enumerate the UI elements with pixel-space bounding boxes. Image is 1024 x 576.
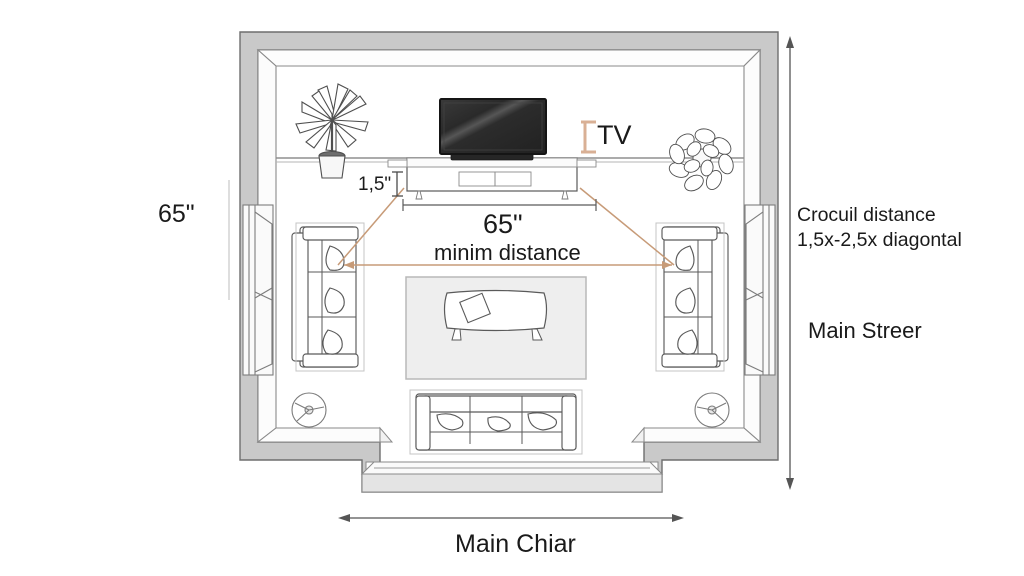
sofa-right-back: [711, 232, 729, 362]
tv-bezel-inner: [443, 102, 543, 151]
plant-left: [295, 83, 369, 179]
dimension-console-width: [402, 199, 597, 211]
sofa-bottom-arm-left: [415, 395, 431, 451]
coffee-table: [443, 289, 548, 341]
sofa-right-pillow-2: [675, 287, 696, 314]
label-tv-height-offset: 1,5": [358, 174, 392, 195]
dimension-room-height: [786, 36, 794, 490]
sofa-bottom-pillow-1: [436, 413, 464, 431]
window-right: [744, 204, 776, 376]
dimension-tv-offset: [392, 171, 403, 197]
console-extension-left: [387, 159, 408, 168]
sightline-right: [579, 187, 675, 266]
wall-face-top: [256, 49, 762, 67]
dim-arrow-up: [786, 36, 794, 48]
sofa-bottom-arm-right: [561, 395, 577, 451]
coffee-table-leg-left: [451, 328, 462, 341]
sofa-left-arm-bottom: [302, 353, 359, 368]
label-crocuil-distance: Crocuil distance 1,5x-2,5x diagontal: [797, 203, 962, 253]
sofa-left-arm-top: [302, 226, 359, 241]
console-leg-right: [561, 190, 569, 200]
wall-face-bottom-right: [643, 427, 762, 443]
sofa-left: [291, 222, 365, 372]
console-leg-left: [415, 190, 423, 200]
sofa-left-pillow-2: [324, 287, 345, 314]
sofa-bottom-clearance: [409, 389, 583, 455]
dim-arrow-down: [786, 478, 794, 490]
dimension-room-width: [338, 514, 684, 522]
sofa-right-arm-top: [661, 226, 718, 241]
console-drawer-2: [494, 171, 532, 187]
label-crocuil-line2: 1,5x-2,5x diagontal: [797, 229, 962, 251]
coffee-table-leg-right: [531, 328, 543, 341]
bay-recess: [361, 473, 663, 493]
wall-jamb-left: [379, 426, 394, 443]
sightline-arrow-right: [662, 261, 672, 269]
label-tv: TV: [597, 120, 632, 150]
sofa-right-pillow-1: [675, 245, 695, 271]
tv-screen: [439, 98, 547, 155]
sofa-bottom: [409, 389, 583, 455]
tv-label-bracket: [581, 120, 596, 154]
dim-arrow-right: [672, 514, 684, 522]
wall-face-bottom-left: [256, 427, 381, 443]
label-main-chiar: Main Chiar: [455, 530, 576, 558]
coffee-table-book: [459, 292, 491, 324]
label-minim-distance: minim distance: [434, 240, 581, 265]
sofa-left-clearance: [295, 222, 365, 372]
media-console: [387, 157, 597, 200]
side-table-left: [291, 392, 327, 428]
sofa-left-back: [291, 232, 309, 362]
sofa-right-arm-bottom: [661, 353, 718, 368]
sofa-bottom-pillow-2: [487, 416, 511, 432]
window-left: [242, 204, 274, 376]
sofa-bottom-back: [421, 395, 571, 413]
sofa-right: [655, 222, 729, 372]
wall-jamb-right: [630, 426, 645, 443]
tv-panel: [439, 98, 547, 155]
console-extension-right: [576, 159, 597, 168]
sofa-right-clearance: [655, 222, 725, 372]
sightline-arrow-left: [344, 261, 354, 269]
label-left-dimension: 65": [158, 200, 195, 228]
label-main-street: Main Streer: [808, 318, 922, 343]
side-table-right: [694, 392, 730, 428]
plant-right: [668, 128, 734, 192]
sofa-right-pillow-3: [677, 329, 698, 355]
coffee-table-top: [443, 289, 548, 332]
sightline-left: [337, 187, 405, 266]
label-crocuil-line1: Crocuil distance: [797, 204, 936, 226]
sofa-left-pillow-3: [322, 329, 343, 355]
sofa-bottom-pillow-3: [527, 412, 558, 431]
dim-arrow-left: [338, 514, 350, 522]
label-center-distance: 65": [483, 209, 523, 239]
